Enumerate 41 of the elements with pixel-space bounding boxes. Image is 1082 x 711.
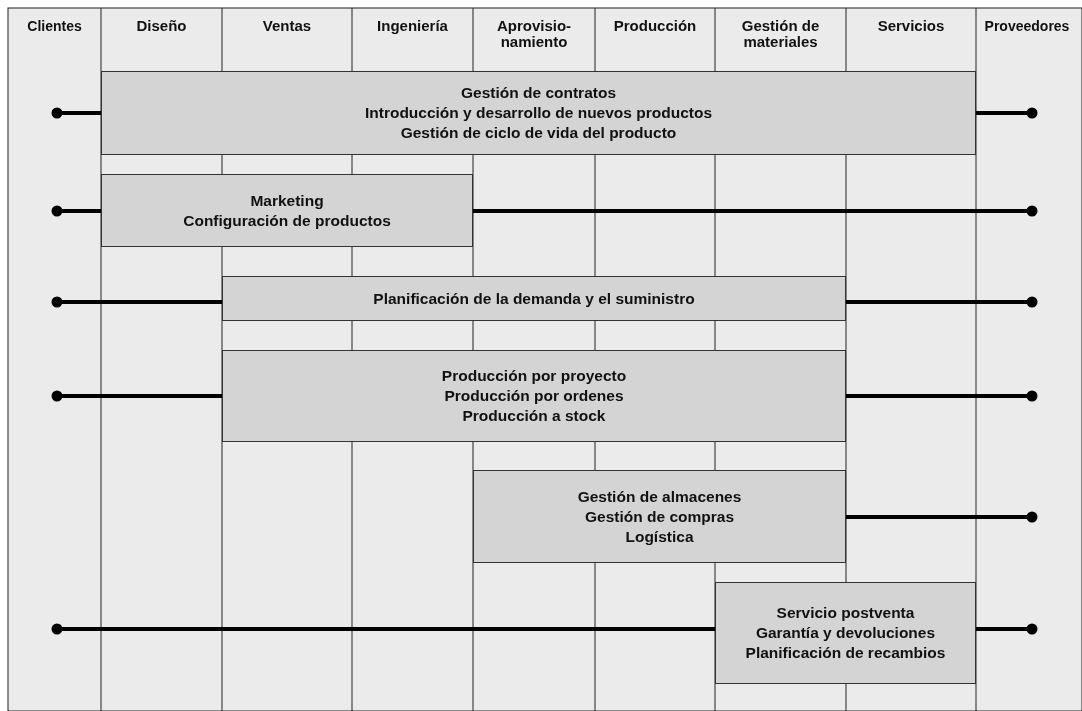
connector: [846, 296, 1038, 308]
box-label: Configuración de productos: [183, 210, 391, 231]
connector: [846, 511, 1038, 523]
process-box: [473, 470, 846, 563]
box-label: Gestión de contratos: [461, 83, 616, 103]
connector: [976, 623, 1038, 635]
box-label: Servicio postventa: [776, 603, 915, 623]
lane-header: Clientes: [27, 18, 82, 34]
box-label: Planificación de la demanda y el suministro: [373, 288, 695, 309]
lane-header: Diseño: [136, 17, 187, 34]
process-box: [101, 174, 473, 247]
box-label: Producción por ordenes: [444, 386, 624, 406]
process-box: [222, 350, 846, 442]
lane-header: Producción: [613, 17, 697, 34]
box-label: Gestión de compras: [585, 506, 734, 527]
connector: [51, 205, 101, 217]
process-box: [715, 582, 976, 684]
lane-header: Gestión de materiales: [741, 17, 820, 50]
connector: [976, 107, 1038, 119]
lane-header: Servicios: [877, 17, 945, 34]
box-label: Producción por proyecto: [441, 366, 627, 386]
box-label: Gestión de almacenes: [577, 486, 742, 507]
connector: [51, 390, 222, 402]
lane-header: Proveedores: [984, 18, 1070, 34]
connector: [51, 296, 222, 308]
box-label: Producción a stock: [462, 406, 606, 426]
connector: [51, 623, 715, 635]
connector: [473, 205, 1038, 217]
connector: [51, 107, 101, 119]
connector: [846, 390, 1038, 402]
process-box: [101, 71, 976, 155]
box-label: Gestión de ciclo de vida del producto: [400, 123, 677, 143]
box-label: Marketing: [250, 190, 324, 211]
lane-header: Ventas: [262, 17, 312, 34]
box-label: Planificación de recambios: [745, 643, 946, 663]
lane-header: Aprovisio- namiento: [496, 17, 572, 50]
process-box: [222, 276, 846, 321]
box-label: Logística: [625, 526, 694, 547]
box-label: Introducción y desarrollo de nuevos productos: [364, 103, 713, 123]
box-label: Garantía y devoluciones: [755, 623, 936, 643]
lane-header: Ingeniería: [377, 17, 448, 34]
